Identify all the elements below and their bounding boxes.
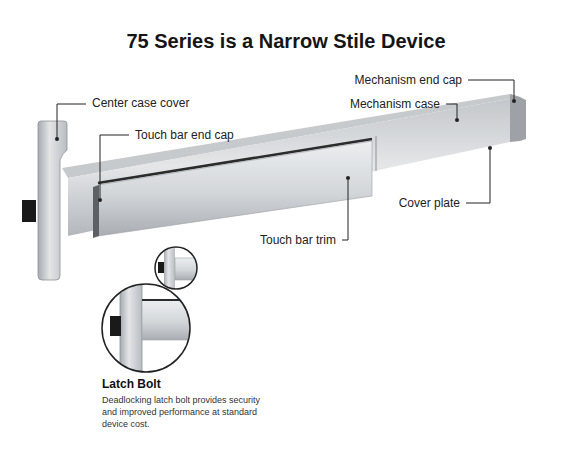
latch-bolt — [22, 200, 36, 222]
part-label: Mechanism case — [350, 97, 440, 112]
leader-line — [342, 180, 348, 240]
big-inset-ring — [102, 284, 190, 372]
leader-line — [446, 104, 457, 118]
part-label: Touch bar trim — [260, 233, 336, 248]
leader-dot — [55, 137, 59, 141]
center-case-cover — [38, 121, 67, 280]
inset-heading: Latch Bolt — [102, 377, 161, 392]
leader-line — [100, 135, 129, 198]
leader-line — [468, 80, 514, 99]
mechanism-end-cap — [510, 94, 526, 142]
leader-dots — [55, 99, 516, 202]
part-label: Touch bar end cap — [135, 128, 234, 143]
leader-dot — [98, 198, 102, 202]
mechanism-case — [68, 97, 520, 236]
touch-bar-trim — [98, 141, 372, 236]
leader-line — [466, 150, 490, 203]
leader-lines — [57, 80, 514, 240]
leader-dot — [346, 176, 350, 180]
inset-note: Deadlocking latch bolt provides security… — [102, 394, 270, 430]
title: 75 Series is a Narrow Stile Device — [0, 30, 572, 53]
touch-bar-end-cap — [93, 185, 99, 238]
leader-dot — [488, 146, 492, 150]
part-label: Center case cover — [92, 96, 189, 111]
big-inset — [100, 282, 197, 374]
leader-dot — [455, 118, 459, 122]
leader-dot — [512, 99, 516, 103]
small-inset-ring — [155, 247, 197, 289]
leader-line — [57, 104, 86, 138]
cover-plate-seam — [376, 136, 377, 171]
part-label: Cover plate — [399, 196, 460, 211]
part-label: Mechanism end cap — [355, 73, 462, 88]
